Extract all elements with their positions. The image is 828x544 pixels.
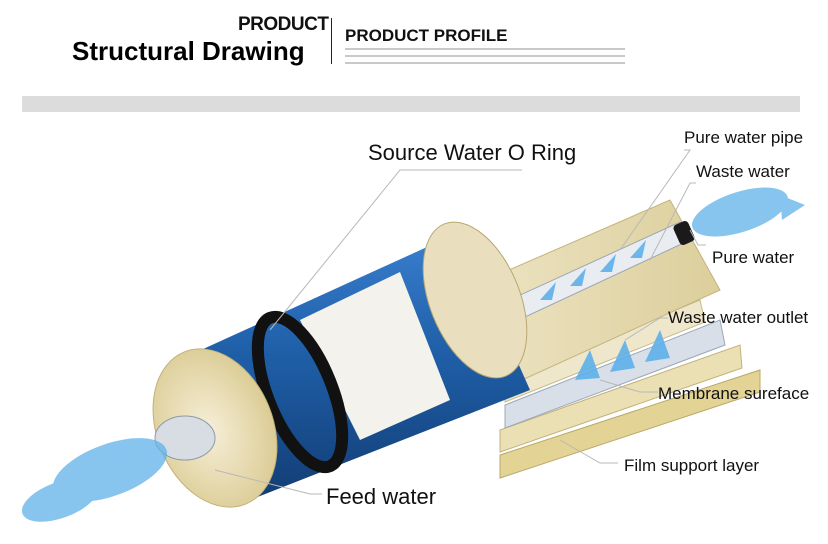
label-waste-water-outlet: Waste water outlet [668, 308, 809, 327]
header-profile: PRODUCT PROFILE [345, 26, 508, 45]
header-title: Structural Drawing [72, 36, 305, 66]
profile-text-lines [345, 48, 625, 69]
flow-arrows [540, 240, 670, 380]
label-film-support-layer: Film support layer [624, 456, 760, 475]
label-feed-water: Feed water [326, 484, 437, 509]
header-product-label: PRODUCT [238, 14, 329, 35]
end-cap [152, 348, 278, 508]
feed-water-splash [21, 438, 168, 522]
label-source-water-o-ring: Source Water O Ring [368, 140, 577, 165]
label-pure-water-pipe: Pure water pipe [684, 128, 804, 147]
label-pure-water: Pure water [712, 248, 795, 267]
label-membrane-surface: Membrane sureface [658, 384, 810, 403]
header-divider [331, 18, 332, 64]
label-waste-water: Waste water [696, 162, 790, 181]
leader-lines [214, 149, 706, 495]
pure-water-splash [692, 187, 805, 237]
header: PRODUCT Structural Drawing PRODUCT PROFI… [0, 0, 828, 90]
gray-band [22, 96, 800, 112]
